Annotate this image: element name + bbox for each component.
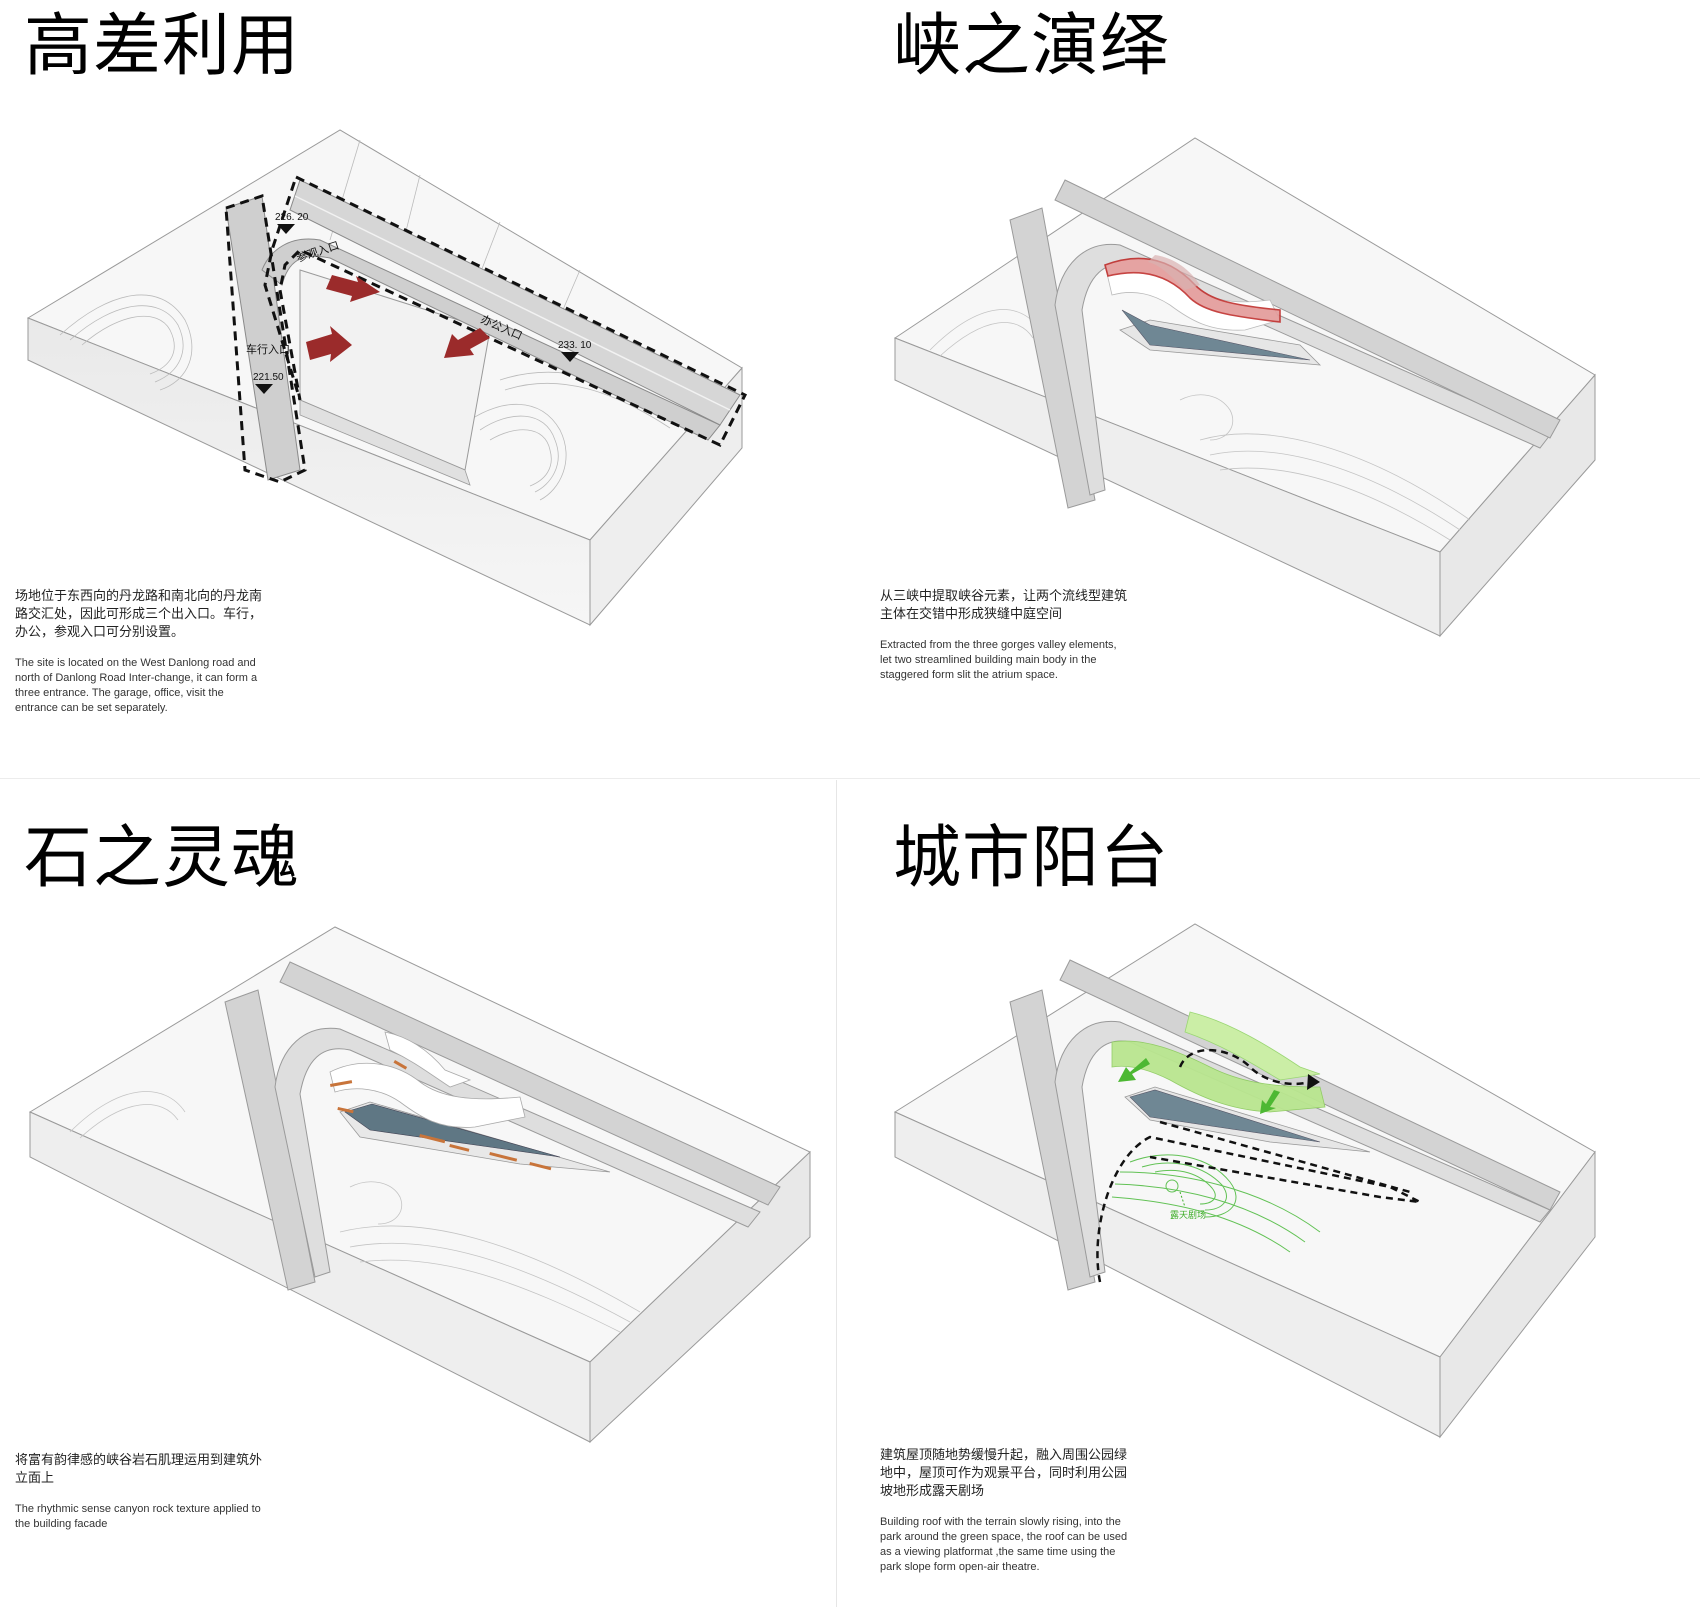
- arrow-right-icon: [1307, 1074, 1320, 1090]
- building-pit-wall: [299, 399, 471, 486]
- road-east-west: [279, 961, 781, 1206]
- roof-path-loop-dashed: [1178, 1048, 1311, 1086]
- panel-title: 城市阳台: [893, 819, 1170, 898]
- site-boundary-dashed: [1096, 1135, 1421, 1283]
- site-model-diagram-1: 226. 20 221.50 233. 10 参观入口 办公入口 车行入口: [26, 129, 748, 627]
- description-chinese: 将富有韵律感的峡谷岩石肌理运用到建筑外立面上: [15, 1453, 263, 1486]
- site-model-diagram-3: [28, 926, 811, 1444]
- road-north-south: [225, 195, 301, 481]
- horizontal-divider: [0, 778, 1700, 779]
- building-atrium-dark: [1121, 309, 1311, 361]
- park-contours-green: [1111, 1154, 1321, 1253]
- road-north-south: [224, 989, 316, 1291]
- building-atrium-dark: [1129, 1089, 1321, 1143]
- panel-description: 场地位于东西向的丹龙路和南北向的丹龙南路交汇处，因此可形成三个出入口。车行，办公…: [15, 588, 265, 716]
- road-east-west: [1054, 179, 1561, 439]
- description-english: The rhythmic sense canyon rock texture a…: [15, 1503, 261, 1530]
- road-north-south: [1009, 989, 1096, 1291]
- theatre-pointer: [1179, 1191, 1186, 1208]
- contour-lines: [69, 1091, 641, 1333]
- road-curve-junction: [274, 1027, 761, 1278]
- arrow-right-icon: [306, 326, 352, 362]
- boundary-dashed-ew: [263, 174, 748, 447]
- panel-title: 石之灵魂: [24, 819, 301, 898]
- road-curve-junction: [1054, 1020, 1551, 1278]
- panel-stone-soul: 石之灵魂 将富有韵律感的峡谷岩石肌理运用到建筑外立面上 The rhythmic…: [0, 812, 850, 1607]
- description-chinese: 场地位于东西向的丹龙路和南北向的丹龙南路交汇处，因此可形成三个出入口。车行，办公…: [15, 589, 263, 640]
- description-english: Building roof with the terrain slowly ri…: [880, 1516, 1128, 1573]
- panel-description: 建筑屋顶随地势缓慢升起，融入周围公园绿地中，屋顶可作为观景平台，同时利用公园坡地…: [880, 1447, 1130, 1575]
- vertical-divider: [836, 780, 837, 1607]
- panel-description: 将富有韵律感的峡谷岩石肌理运用到建筑外立面上 The rhythmic sens…: [15, 1452, 265, 1532]
- building-roof: [329, 1062, 526, 1128]
- site-model-diagram-2: [893, 137, 1596, 638]
- building-upper-roof: [384, 1031, 472, 1088]
- elevation-marker-icon: [561, 352, 579, 362]
- site-block-side-right: [1439, 1150, 1596, 1439]
- description-chinese: 从三峡中提取峡谷元素，让两个流线型建筑主体在交错中形成狭缝中庭空间: [880, 589, 1128, 622]
- building-glass-canopy: [1148, 255, 1200, 290]
- green-roof-upper: [1184, 1011, 1321, 1081]
- roof-path-long-dashed: [1159, 1120, 1411, 1194]
- road-curve-junction: [261, 238, 721, 441]
- building-atrium-dark: [344, 1103, 561, 1158]
- panel-title: 高差利用: [24, 7, 301, 86]
- description-chinese: 建筑屋顶随地势缓慢升起，融入周围公园绿地中，屋顶可作为观景平台，同时利用公园坡地…: [880, 1448, 1128, 1499]
- road-north-south: [1009, 207, 1096, 509]
- rock-texture-accents: [330, 1060, 552, 1171]
- panel-title: 峡之演绎: [893, 7, 1170, 86]
- entry-label-car: 车行入口: [246, 342, 290, 356]
- arrow-left-green-icon: [1118, 1058, 1150, 1082]
- contour-lines: [929, 309, 1471, 541]
- elevation-label-c: 233. 10: [558, 340, 592, 351]
- elevation-label-a: 226. 20: [275, 212, 309, 223]
- elevation-marker-icon: [277, 224, 295, 234]
- road-curve-junction: [1054, 243, 1551, 496]
- elevation-label-b: 221.50: [253, 372, 284, 383]
- boundary-dashed-ns: [224, 194, 307, 484]
- panel-gorge-interpretation: 峡之演绎 从三峡中提取峡谷元素，让两个流线型建筑主体在交错中形成狭缝中庭空间 E…: [850, 0, 1700, 795]
- arrow-down-left-icon: [444, 328, 490, 358]
- arrow-down-green-icon: [1260, 1090, 1280, 1114]
- description-english: Extracted from the three gorges valley e…: [880, 639, 1117, 681]
- description-english: The site is located on the West Danlong …: [15, 657, 258, 714]
- panel-elevation-use: 226. 20 221.50 233. 10 参观入口 办公入口 车行入口 高差…: [0, 0, 850, 795]
- theatre-label: 露天剧场: [1170, 1210, 1206, 1221]
- arrow-right-icon: [326, 275, 380, 302]
- panel-description: 从三峡中提取峡谷元素，让两个流线型建筑主体在交错中形成狭缝中庭空间 Extrac…: [880, 588, 1130, 683]
- road-east-west: [289, 179, 741, 426]
- site-model-diagram-4: 露天剧场: [893, 923, 1596, 1439]
- panel-city-balcony: 露天剧场 城市阳台 建筑屋顶随地势缓慢升起，融入周围公园绿地中，屋顶可作为观景平…: [850, 812, 1700, 1607]
- elevation-marker-icon: [255, 384, 273, 394]
- road-center-line: [294, 195, 731, 411]
